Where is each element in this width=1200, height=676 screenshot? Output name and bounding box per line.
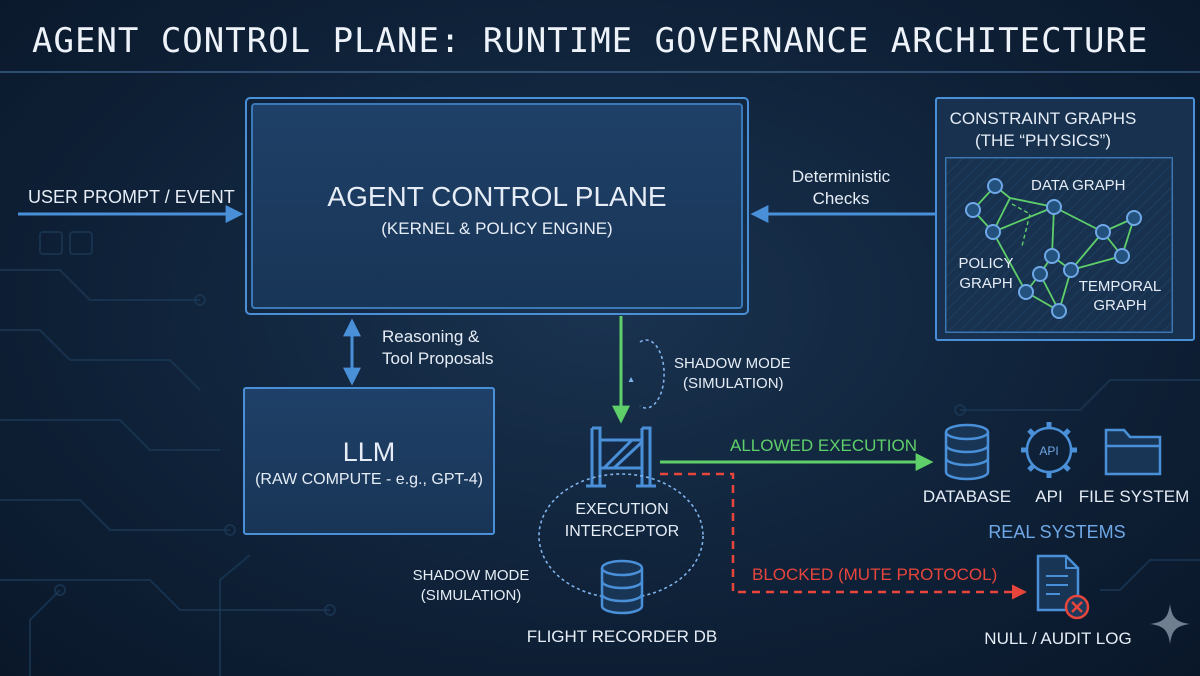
llm-box: LLM (RAW COMPUTE - e.g., GPT-4) — [243, 387, 495, 535]
api-icon-text: API — [1039, 444, 1058, 458]
file-system-label: FILE SYSTEM — [1079, 487, 1190, 506]
page-title: AGENT CONTROL PLANE: RUNTIME GOVERNANCE … — [32, 21, 1148, 61]
llm-subtitle: (RAW COMPUTE - e.g., GPT-4) — [255, 471, 483, 488]
control-plane-box: AGENT CONTROL PLANE (KERNEL & POLICY ENG… — [245, 97, 749, 315]
control-plane-subtitle: (KERNEL & POLICY ENGINE) — [381, 219, 612, 238]
shadow-bottom-line2: (SIMULATION) — [421, 587, 522, 604]
shadow-loop-top — [639, 339, 665, 409]
graph-dashed-path — [1011, 203, 1031, 247]
folder-icon — [1104, 428, 1162, 476]
constraint-graphs-panel: CONSTRAINT GRAPHS (THE “PHYSICS”) — [935, 97, 1195, 341]
api-gear-icon: API — [1021, 422, 1077, 478]
blocked-path — [660, 472, 1027, 600]
user-prompt-label: USER PROMPT / EVENT — [28, 187, 235, 207]
data-graph-label: DATA GRAPH — [1031, 177, 1125, 194]
database-label: DATABASE — [923, 487, 1011, 506]
interceptor-label-line2: INTERCEPTOR — [565, 523, 679, 540]
null-audit-log-label: NULL / AUDIT LOG — [984, 629, 1131, 648]
shadow-loop-bottom — [538, 473, 704, 599]
temporal-graph-label-line1: TEMPORAL — [1079, 278, 1162, 295]
flight-recorder-database-icon — [600, 559, 644, 615]
deterministic-label-line2: Checks — [813, 189, 870, 208]
policy-graph-label-line2: GRAPH — [959, 275, 1012, 292]
api-label: API — [1035, 487, 1062, 506]
llm-title: LLM — [343, 437, 396, 467]
shadow-top-line2: (SIMULATION) — [683, 375, 784, 392]
document-error-icon — [1036, 554, 1090, 620]
shadow-top-line1: SHADOW MODE — [674, 355, 791, 372]
blocked-label: BLOCKED (MUTE PROTOCOL) — [752, 565, 997, 584]
constraint-graphs-title-line2: (THE “PHYSICS”) — [975, 131, 1111, 150]
shadow-bottom-line1: SHADOW MODE — [413, 567, 530, 584]
temporal-graph-label-line2: GRAPH — [1093, 297, 1146, 314]
reasoning-label-line2: Tool Proposals — [382, 349, 494, 368]
graph-nodes — [965, 178, 1142, 319]
constraint-graphs-title-line1: CONSTRAINT GRAPHS — [950, 109, 1137, 128]
deterministic-label-line1: Deterministic — [792, 167, 891, 186]
circuit-decoration — [0, 231, 1200, 676]
interceptor-label-line1: EXECUTION — [575, 501, 668, 518]
flight-recorder-label: FLIGHT RECORDER DB — [527, 627, 718, 646]
gate-icon — [586, 426, 656, 488]
policy-graph-label-line1: POLICY — [958, 255, 1013, 272]
allowed-execution-label: ALLOWED EXECUTION — [730, 436, 917, 455]
real-systems-label: REAL SYSTEMS — [988, 522, 1125, 542]
reasoning-label-line1: Reasoning & — [382, 327, 480, 346]
sparkle-icon — [1150, 604, 1190, 644]
control-plane-title: AGENT CONTROL PLANE — [327, 181, 666, 212]
database-icon — [944, 423, 990, 481]
